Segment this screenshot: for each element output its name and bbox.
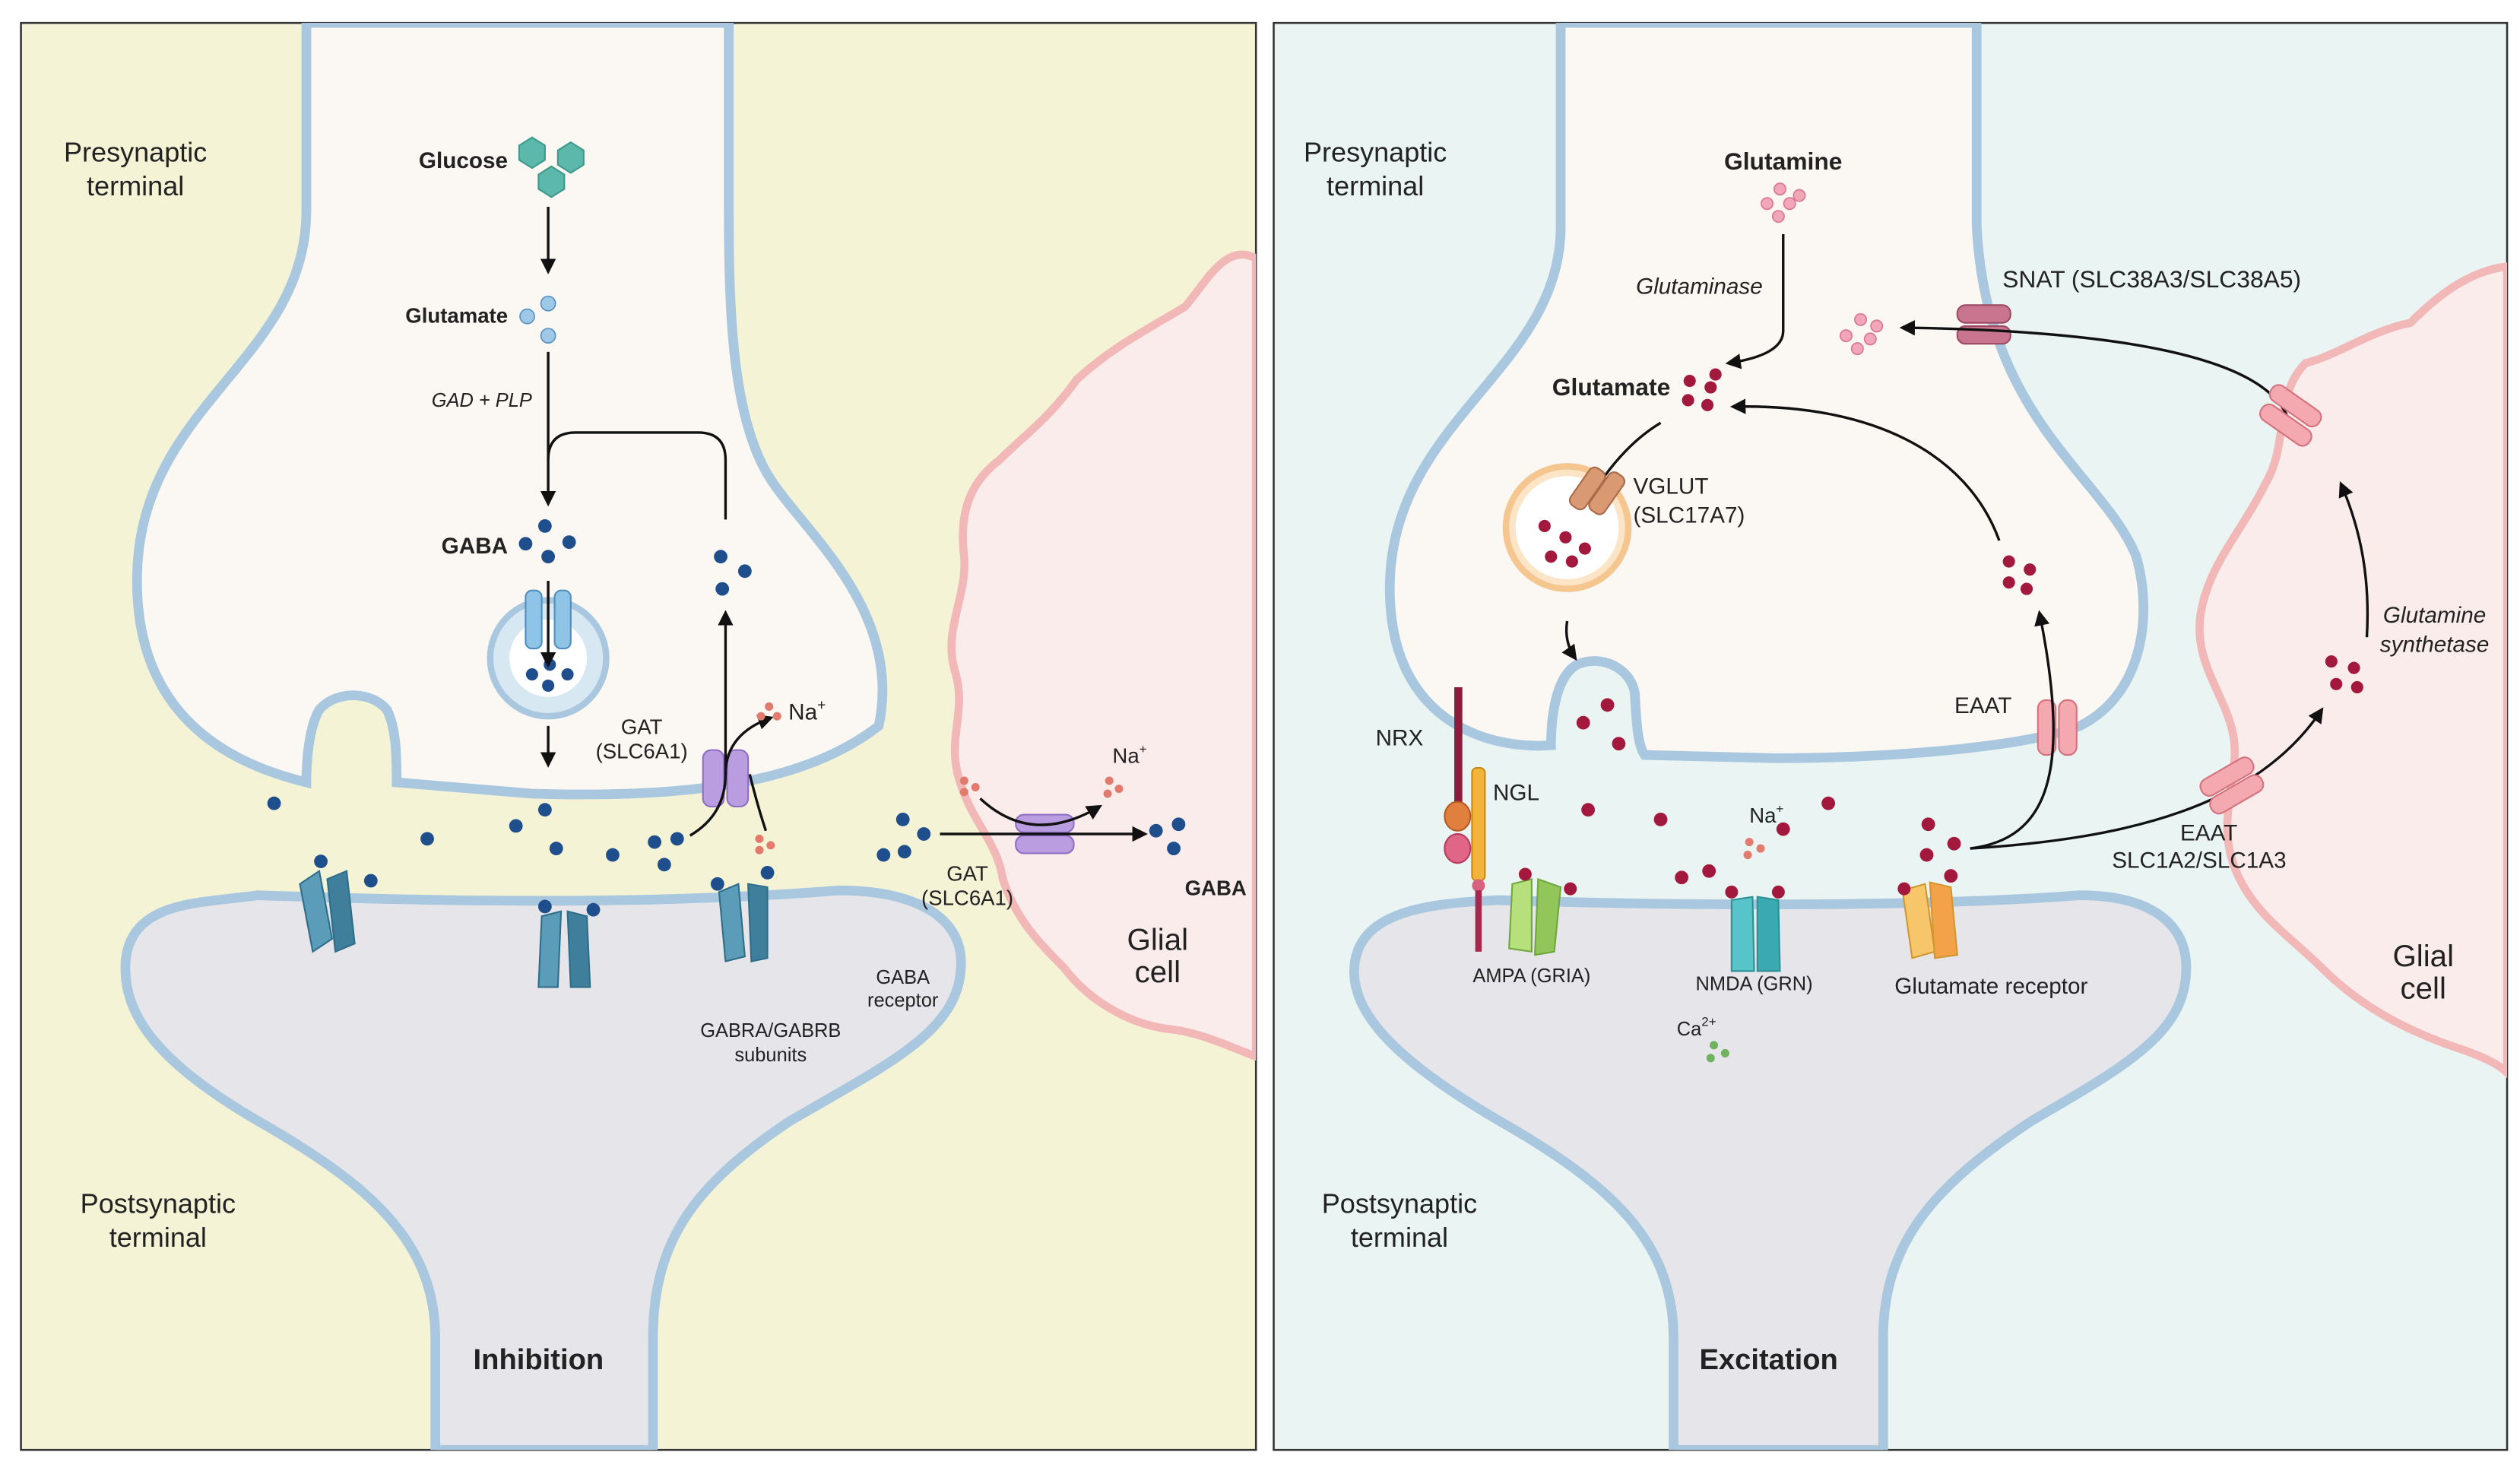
glutamate-dots-presynaptic (1682, 368, 1722, 411)
inhibition-panel: Presynaptic terminal Postsynaptic termin… (20, 21, 1257, 1451)
left-presynaptic-terminal (132, 23, 888, 800)
snat-transporter-glial (2258, 384, 2322, 447)
gat-transporter-presynaptic (702, 749, 750, 808)
right-presynaptic-label-2: terminal (1327, 170, 1424, 201)
na-label-left: Na+ (788, 698, 826, 725)
nrx-label: NRX (1376, 725, 1424, 750)
arrow-recycle-glutamate (1729, 398, 2001, 541)
glutamine-dots-snat (1839, 312, 1884, 356)
left-glial-label-1: Glial (1127, 923, 1189, 957)
glutamine-label: Glutamine (1724, 147, 1842, 175)
right-postsynaptic-label-1: Postsynaptic (1322, 1187, 1477, 1219)
gaba-receptor-label-2: receptor (867, 990, 939, 1011)
right-presynaptic-label-1: Presynaptic (1304, 137, 1447, 168)
vglut-label-2: (SLC17A7) (1633, 503, 1745, 528)
na-dots-left (755, 702, 781, 854)
nrx-protein (1444, 686, 1472, 864)
gaba-glia-label: GABA (1185, 877, 1247, 900)
subunits-label-2: subunits (734, 1045, 807, 1066)
right-glial-label-2: cell (2401, 971, 2446, 1005)
glutamine-synthetase-label-1: Glutamine (2383, 603, 2486, 628)
arrow-eaat-neuron (1970, 610, 2055, 850)
left-glutamate-dots (519, 295, 556, 344)
left-postsynaptic-label-2: terminal (109, 1222, 207, 1253)
na-label-right: Na+ (1749, 801, 1783, 827)
right-postsynaptic-label-2: terminal (1351, 1222, 1448, 1253)
right-glial-label-1: Glial (2392, 939, 2454, 973)
arrow-na-in (748, 774, 768, 832)
eaat-transporter-neuron (2037, 699, 2078, 756)
left-presynaptic-label-2: terminal (87, 170, 184, 201)
na-label-glial: Na+ (1112, 742, 1146, 768)
ampa-receptor (1508, 867, 1577, 956)
left-glial-cell (947, 250, 1257, 1061)
na-dots-right (1743, 838, 1765, 860)
arrow-glutamine-synthetase (2338, 481, 2369, 638)
gaba-label: GABA (442, 534, 508, 559)
ngl-protein (1471, 766, 1486, 952)
excitation-title: Excitation (1699, 1343, 1837, 1376)
gat-top-label-2: (SLC6A1) (596, 739, 688, 763)
subunits-label-1: GABRA/GABRB (700, 1020, 841, 1042)
eaat-transporter-glial (2199, 756, 2265, 815)
left-postsynaptic-terminal (120, 885, 966, 1451)
gat-transporter-glial (1015, 813, 1075, 854)
na-dots-glial (959, 776, 1124, 798)
vglut-label-1: VGLUT (1633, 474, 1708, 499)
nmda-receptor (1725, 885, 1785, 972)
excitation-panel: Presynaptic terminal Postsynaptic termin… (1273, 21, 2509, 1451)
gaba-receptor-2 (537, 899, 601, 988)
glutamine-dots-presynaptic (1761, 182, 1806, 224)
gat-top-label-1: GAT (621, 715, 663, 738)
recycle-path (547, 431, 727, 520)
gaba-dots-cleft (267, 796, 684, 872)
eaat-neuron-label: EAAT (1954, 693, 2011, 718)
gad-plp-label: GAD + PLP (432, 390, 532, 411)
arrow-glutamine-glutamate (1725, 234, 1785, 369)
glutamate-vesicle (1502, 463, 1632, 592)
glucose-label: Glucose (419, 148, 508, 173)
arrow-vesicle-release (1561, 620, 1577, 661)
ca-dots (1706, 1041, 1729, 1063)
right-glutamate-label: Glutamate (1552, 373, 1670, 401)
left-presynaptic-label-1: Presynaptic (64, 137, 207, 168)
left-glutamate-label: Glutamate (405, 304, 508, 328)
gaba-dots-presynaptic (518, 518, 752, 596)
eaat-glia-label-1: EAAT (2180, 820, 2237, 845)
snat-label: SNAT (SLC38A3/SLC38A5) (2002, 265, 2301, 293)
gat-glia-label-1: GAT (946, 862, 988, 886)
nmda-label: NMDA (GRN) (1696, 974, 1813, 995)
glutamate-receptor-label: Glutamate receptor (1894, 974, 2087, 999)
glutamine-synthetase-label-2: synthetase (2380, 632, 2490, 657)
left-postsynaptic-label-1: Postsynaptic (81, 1187, 236, 1219)
gat-glia-label-2: (SLC6A1) (921, 886, 1013, 909)
glutaminase-label: Glutaminase (1636, 274, 1763, 299)
gaba-receptor-label-1: GABA (876, 967, 930, 988)
glutamate-receptor (1897, 881, 1958, 959)
glutamate-dots-recycled (2002, 555, 2363, 694)
ampa-label: AMPA (GRIA) (1472, 965, 1590, 987)
glutamate-dots-cleft (1576, 698, 1961, 885)
gaba-receptor-3 (710, 865, 775, 962)
gaba-dots-glial-side (876, 813, 1186, 862)
arrow-na-glia (979, 797, 1102, 826)
gaba-receptor-1 (299, 854, 378, 953)
eaat-glia-label-2: SLC1A2/SLC1A3 (2112, 848, 2286, 874)
arrow-gaba-reuptake (689, 610, 734, 837)
right-postsynaptic-terminal (1349, 890, 2192, 1451)
arrow-eaat-glia (1970, 707, 2324, 850)
ca-label: Ca2+ (1677, 1014, 1716, 1040)
ngl-label: NGL (1493, 780, 1539, 805)
inhibition-title: Inhibition (474, 1343, 604, 1376)
glucose-hexagons (518, 136, 585, 198)
left-glial-label-2: cell (1135, 955, 1181, 989)
arrow-na-out (724, 715, 774, 775)
